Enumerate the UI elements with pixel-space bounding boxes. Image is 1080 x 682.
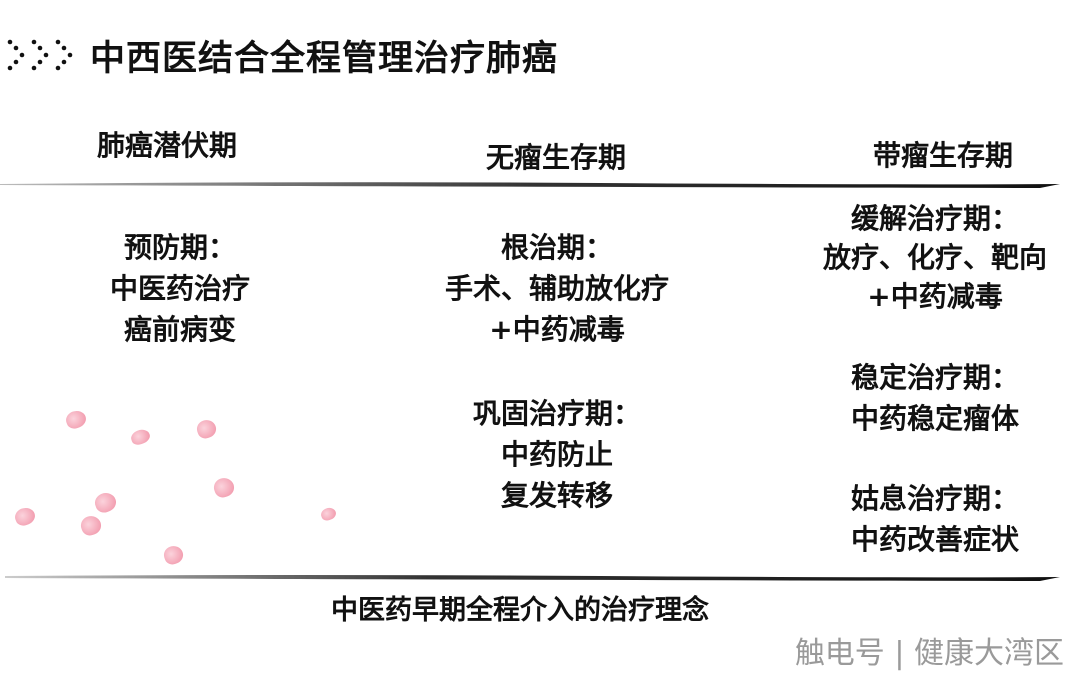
brush-divider-bottom (4, 575, 1060, 581)
column-header-tumor-free: 无瘤生存期 (485, 141, 626, 174)
block-stable: 稳定治疗期：中药稳定瘤体 (850, 361, 1019, 435)
watermark: 触电号 | 健康大湾区 (794, 636, 1064, 671)
column-header-latent: 肺癌潜伏期 (96, 129, 237, 162)
block-prevention: 预防期：中医药治疗癌前病变 (109, 231, 250, 346)
block-remission: 缓解治疗期：放疗、化疗、靶向+中药减毒 (822, 202, 1047, 313)
page-title: 中西医结合全程管理治疗肺癌 (90, 39, 559, 79)
block-radical: 根治期：手术、辅助放化疗+中药减毒 (444, 231, 669, 346)
chevrons-icon (7, 39, 73, 71)
brush-divider-top (0, 182, 1060, 188)
column-header-with-tumor: 带瘤生存期 (872, 139, 1013, 172)
block-palliative: 姑息治疗期：中药改善症状 (850, 482, 1019, 556)
block-consolidation: 巩固治疗期：中药防止复发转移 (472, 397, 641, 512)
footer-caption: 中医药早期全程介入的治疗理念 (331, 595, 709, 626)
